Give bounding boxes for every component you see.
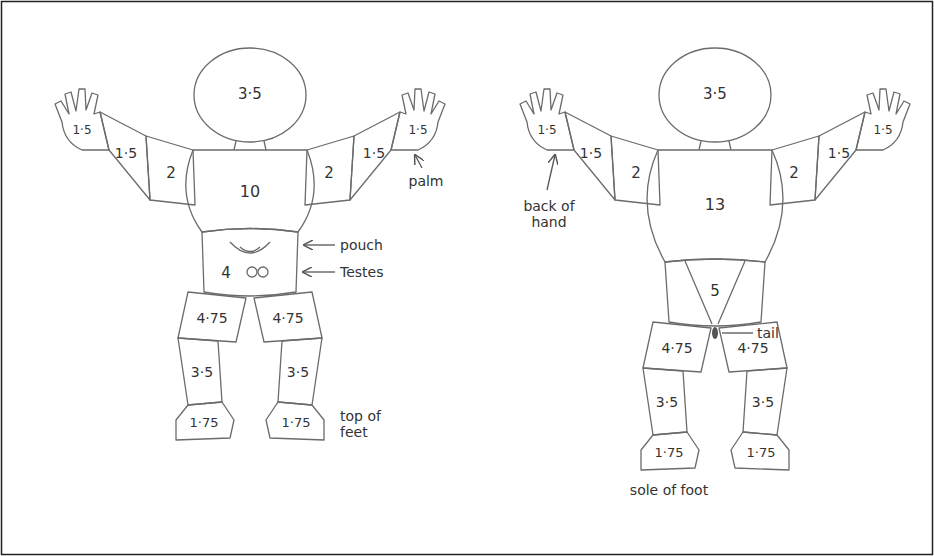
pointer-arrow bbox=[547, 155, 555, 190]
area-percentage: 3·5 bbox=[703, 86, 727, 103]
left-arm bbox=[520, 89, 701, 205]
area-percentage: 3·5 bbox=[656, 394, 678, 410]
area-percentage: 1·75 bbox=[747, 446, 776, 461]
annotation-label: pouch bbox=[340, 237, 383, 253]
area-percentage: 1·75 bbox=[655, 446, 684, 461]
area-percentage: 3·5 bbox=[238, 86, 262, 103]
area-percentage: 4·75 bbox=[661, 340, 692, 356]
head-outline bbox=[194, 48, 306, 142]
pointer-arrow bbox=[415, 155, 422, 168]
area-percentage: 13 bbox=[705, 196, 725, 214]
right-leg bbox=[719, 322, 789, 470]
area-percentage: 4·75 bbox=[272, 310, 303, 326]
area-percentage: 1·5 bbox=[873, 124, 892, 138]
pouch-symbol bbox=[240, 247, 260, 252]
area-percentage: 1·5 bbox=[580, 145, 602, 161]
area-percentage: 3·5 bbox=[752, 394, 774, 410]
area-percentage: 1·5 bbox=[828, 145, 850, 161]
pointer-arrow bbox=[303, 271, 335, 272]
area-percentage: 2 bbox=[166, 165, 176, 182]
left-leg bbox=[176, 292, 246, 440]
tail-symbol bbox=[712, 327, 718, 339]
rump-lines bbox=[685, 261, 745, 324]
back-outline bbox=[647, 150, 783, 262]
testes-symbol bbox=[247, 267, 257, 277]
pelvis-outline bbox=[202, 229, 298, 297]
left-arm bbox=[55, 89, 236, 205]
front-figure bbox=[55, 48, 445, 440]
area-percentage: 1·5 bbox=[537, 124, 556, 138]
area-percentage: 2 bbox=[631, 165, 641, 182]
testes-symbol bbox=[258, 267, 268, 277]
head-outline bbox=[659, 48, 771, 142]
area-percentage: 2 bbox=[324, 165, 334, 182]
area-percentage: 4 bbox=[221, 265, 231, 282]
area-percentage: 5 bbox=[710, 283, 720, 300]
pouch-symbol bbox=[230, 242, 270, 253]
area-percentage: 4·75 bbox=[196, 310, 227, 326]
area-percentage: 1·75 bbox=[282, 416, 311, 431]
area-percentage: 10 bbox=[240, 183, 260, 201]
area-percentage: 1·5 bbox=[115, 145, 137, 161]
right-arm bbox=[264, 89, 445, 205]
back-figure bbox=[520, 48, 910, 470]
annotation-label: tail bbox=[757, 325, 779, 341]
annotation-label: sole of foot bbox=[630, 482, 708, 498]
area-percentage: 1·5 bbox=[72, 124, 91, 138]
annotation-label: back of hand bbox=[519, 198, 579, 230]
area-percentage: 4·75 bbox=[737, 340, 768, 356]
annotation-label: Testes bbox=[340, 264, 383, 280]
annotation-label: palm bbox=[409, 173, 444, 189]
right-leg bbox=[254, 292, 324, 440]
area-percentage: 1·75 bbox=[190, 416, 219, 431]
area-percentage: 1·5 bbox=[408, 124, 427, 138]
torso-outline bbox=[186, 150, 314, 232]
leader-line bbox=[722, 332, 753, 333]
left-leg bbox=[641, 322, 711, 470]
area-percentage: 3·5 bbox=[191, 364, 213, 380]
annotation-label: top of feet bbox=[340, 408, 392, 440]
area-percentage: 2 bbox=[789, 165, 799, 182]
area-percentage: 1·5 bbox=[363, 145, 385, 161]
rump-outline bbox=[665, 259, 765, 326]
pointer-arrow bbox=[304, 244, 335, 245]
right-arm bbox=[729, 89, 910, 205]
area-percentage: 3·5 bbox=[287, 364, 309, 380]
